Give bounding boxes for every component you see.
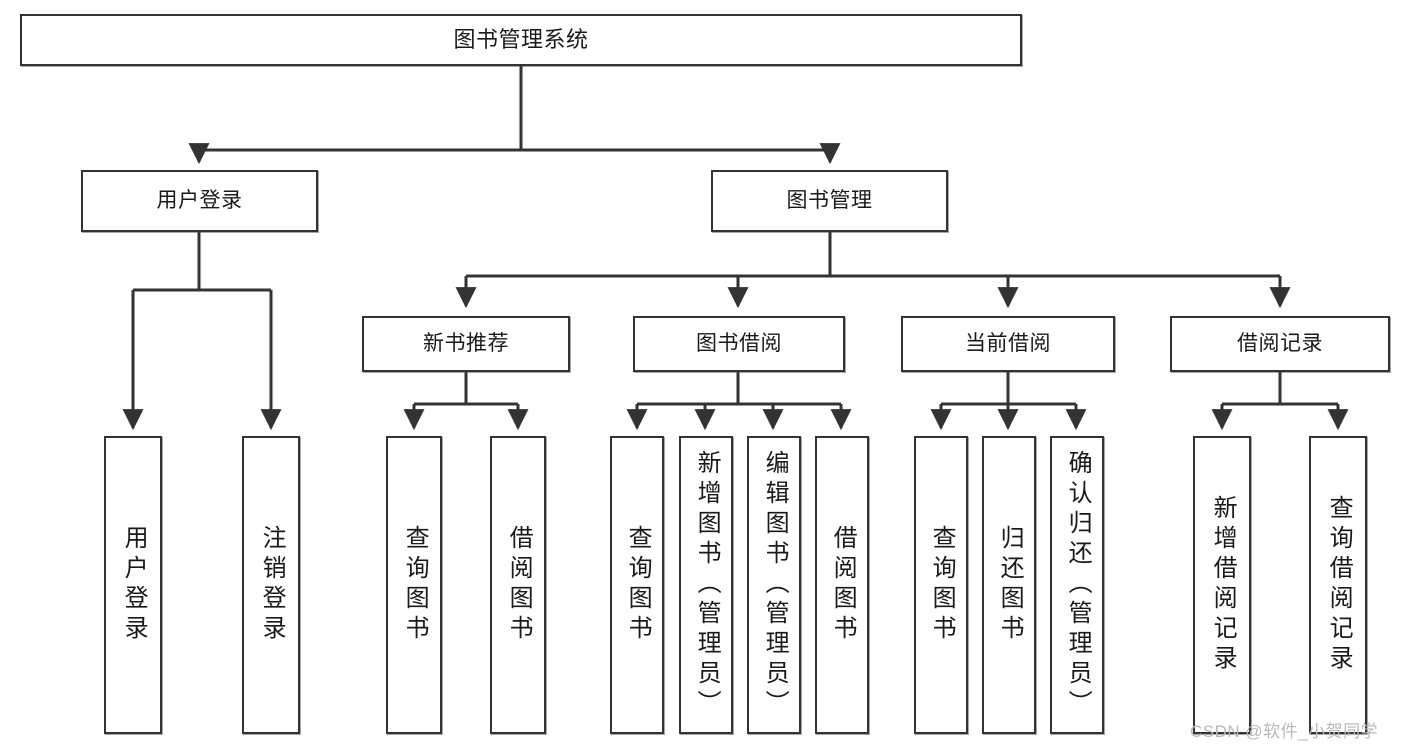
csdn-watermark: CSDN @软件_小贺同学 xyxy=(1190,722,1379,741)
node-leaf-user-login-label: 用户登录 xyxy=(120,525,148,645)
node-leaf-query-book-2[interactable]: 查询图书 xyxy=(610,436,664,734)
node-leaf-edit-book[interactable]: 编辑图书（管理员） xyxy=(747,436,801,734)
node-root-label: 图书管理系统 xyxy=(453,27,589,53)
node-leaf-query-record-label: 查询借阅记录 xyxy=(1325,495,1353,675)
node-book-borrow[interactable]: 图书借阅 xyxy=(633,316,845,372)
node-leaf-query-book-1[interactable]: 查询图书 xyxy=(386,436,442,734)
node-leaf-add-record-label: 新增借阅记录 xyxy=(1209,495,1237,675)
node-leaf-user-login[interactable]: 用户登录 xyxy=(104,436,162,734)
node-leaf-logout-label: 注销登录 xyxy=(258,525,286,645)
node-new-book-rec[interactable]: 新书推荐 xyxy=(362,316,570,372)
node-leaf-return-book-label: 归还图书 xyxy=(996,525,1024,645)
node-leaf-add-book[interactable]: 新增图书（管理员） xyxy=(679,436,733,734)
node-leaf-borrow-book-2-label: 借阅图书 xyxy=(829,525,857,645)
node-leaf-query-record[interactable]: 查询借阅记录 xyxy=(1309,436,1367,734)
node-borrow-record[interactable]: 借阅记录 xyxy=(1170,316,1390,372)
node-leaf-edit-book-label: 编辑图书（管理员） xyxy=(761,450,789,720)
node-root[interactable]: 图书管理系统 xyxy=(20,14,1022,66)
node-leaf-add-record[interactable]: 新增借阅记录 xyxy=(1193,436,1251,734)
node-leaf-borrow-book-2[interactable]: 借阅图书 xyxy=(815,436,869,734)
node-user-login-label: 用户登录 xyxy=(156,188,243,212)
node-leaf-borrow-book-1[interactable]: 借阅图书 xyxy=(490,436,546,734)
node-borrow-record-label: 借阅记录 xyxy=(1237,331,1323,355)
node-leaf-query-book-3[interactable]: 查询图书 xyxy=(914,436,968,734)
node-leaf-confirm-return[interactable]: 确认归还（管理员） xyxy=(1050,436,1104,734)
node-current-borrow[interactable]: 当前借阅 xyxy=(901,316,1115,372)
node-leaf-return-book[interactable]: 归还图书 xyxy=(982,436,1036,734)
node-user-login[interactable]: 用户登录 xyxy=(81,170,318,232)
node-leaf-query-book-2-label: 查询图书 xyxy=(624,525,652,645)
node-leaf-confirm-return-label: 确认归还（管理员） xyxy=(1064,450,1092,720)
node-leaf-add-book-label: 新增图书（管理员） xyxy=(693,450,721,720)
node-book-borrow-label: 图书借阅 xyxy=(696,331,782,355)
node-leaf-borrow-book-1-label: 借阅图书 xyxy=(505,525,533,645)
node-book-manage[interactable]: 图书管理 xyxy=(711,170,948,232)
node-leaf-logout[interactable]: 注销登录 xyxy=(242,436,300,734)
node-leaf-query-book-1-label: 查询图书 xyxy=(401,525,429,645)
node-book-manage-label: 图书管理 xyxy=(786,188,873,212)
node-leaf-query-book-3-label: 查询图书 xyxy=(928,525,956,645)
node-new-book-rec-label: 新书推荐 xyxy=(423,331,509,355)
node-current-borrow-label: 当前借阅 xyxy=(965,331,1051,355)
